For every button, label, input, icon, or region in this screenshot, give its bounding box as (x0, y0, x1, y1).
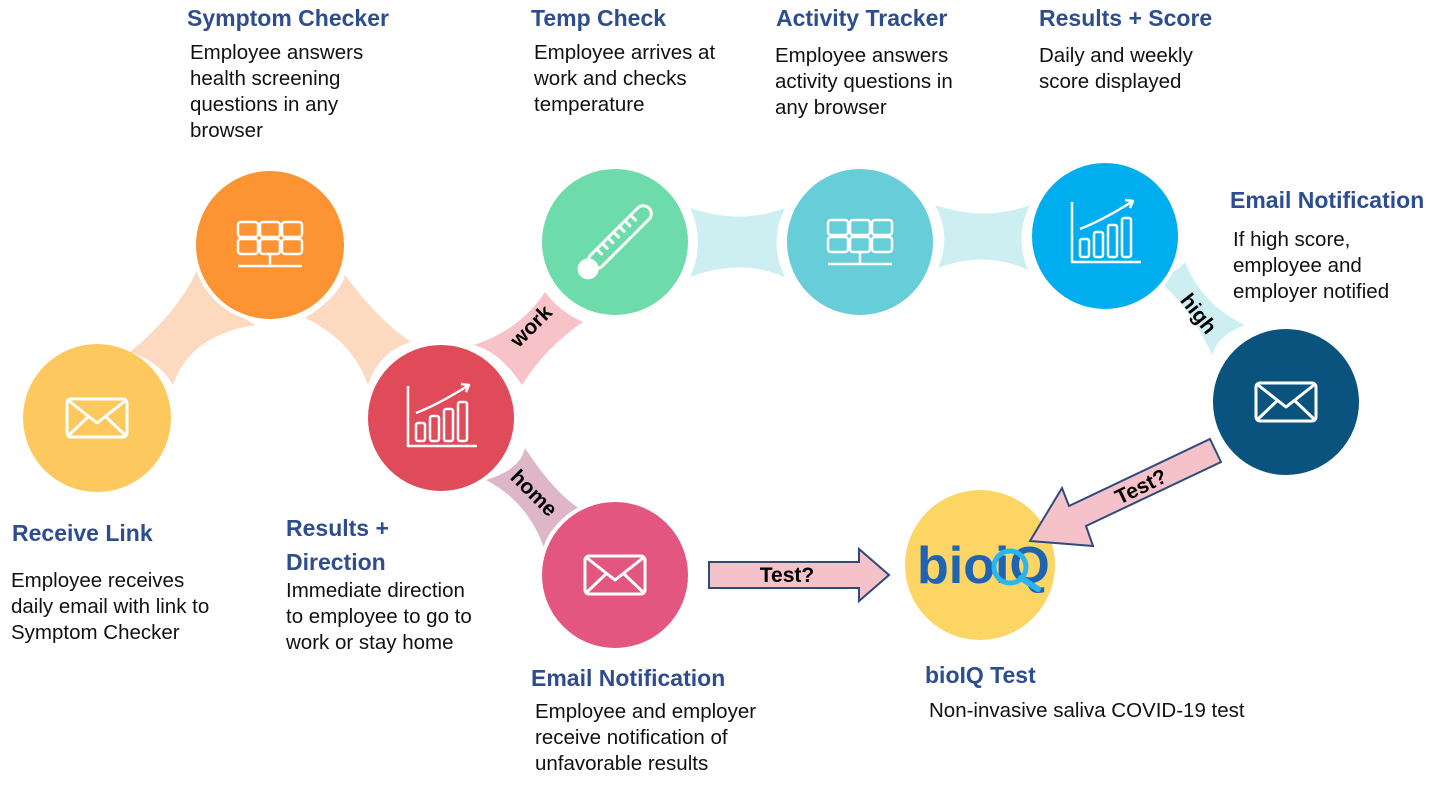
connector-receive-symptom (130, 272, 255, 385)
connector-activity-score (935, 205, 1030, 270)
activity-tracker-description: Employee answers activity questions in a… (775, 44, 953, 119)
bioiq-description: Non-invasive saliva COVID-19 test (929, 699, 1245, 722)
symptom-checker-title: Symptom Checker (187, 5, 389, 31)
logo-magnifier-icon (991, 548, 1029, 586)
receive-link-description: Employee receives daily email with link … (11, 569, 210, 644)
email-home-circle (538, 498, 692, 652)
results-direction-title: Results + Direction (286, 515, 389, 575)
connector-results-email (486, 448, 585, 548)
results-direction-circle (364, 341, 518, 495)
temp-check-description: Employee arrives at work and checks temp… (534, 41, 716, 116)
solar-panel-icon (236, 220, 304, 268)
connector-score-email (1155, 262, 1245, 355)
temp-check-circle (538, 165, 692, 319)
test-arrow-home-label: Test? (760, 564, 814, 587)
bioiq-circle (905, 490, 1055, 640)
envelope-icon (1254, 381, 1318, 423)
temp-check-title: Temp Check (531, 5, 667, 31)
receive-link-circle (23, 344, 171, 492)
results-score-description: Daily and weekly score displayed (1039, 44, 1193, 93)
envelope-icon (65, 397, 129, 439)
results-direction-description: Immediate direction to employee to go to… (286, 579, 472, 654)
email-home-title: Email Notification (531, 665, 726, 691)
email-high-title: Email Notification (1230, 187, 1425, 213)
receive-link-title: Receive Link (12, 520, 153, 546)
bioiq-logo: bioiQ (917, 537, 1050, 595)
symptom-checker-circle (192, 167, 348, 323)
connector-temp-activity (690, 208, 785, 277)
bar-chart-icon (406, 382, 477, 448)
bioiq-title: bioIQ Test (925, 662, 1036, 688)
email-home-description: Employee and employer receive notificati… (535, 700, 757, 775)
thermometer-icon (577, 204, 653, 280)
logo-magnifier-handle (1018, 575, 1041, 592)
results-score-circle (1028, 159, 1182, 313)
test-arrow-high: Test? (1028, 437, 1223, 548)
solar-panel-icon (826, 218, 894, 266)
bar-chart-icon (1070, 198, 1141, 264)
symptom-checker-description: Employee answers health screening questi… (190, 41, 364, 142)
email-high-description: If high score, employee and employer not… (1233, 228, 1390, 303)
activity-tracker-circle (783, 165, 937, 319)
connector-symptom-results (305, 275, 411, 385)
results-score-title: Results + Score (1039, 5, 1213, 31)
connector-results-temp (474, 292, 583, 385)
envelope-icon (583, 554, 647, 596)
email-high-circle (1209, 325, 1363, 479)
test-arrow-home: Test? (708, 546, 891, 604)
activity-tracker-title: Activity Tracker (776, 5, 948, 31)
